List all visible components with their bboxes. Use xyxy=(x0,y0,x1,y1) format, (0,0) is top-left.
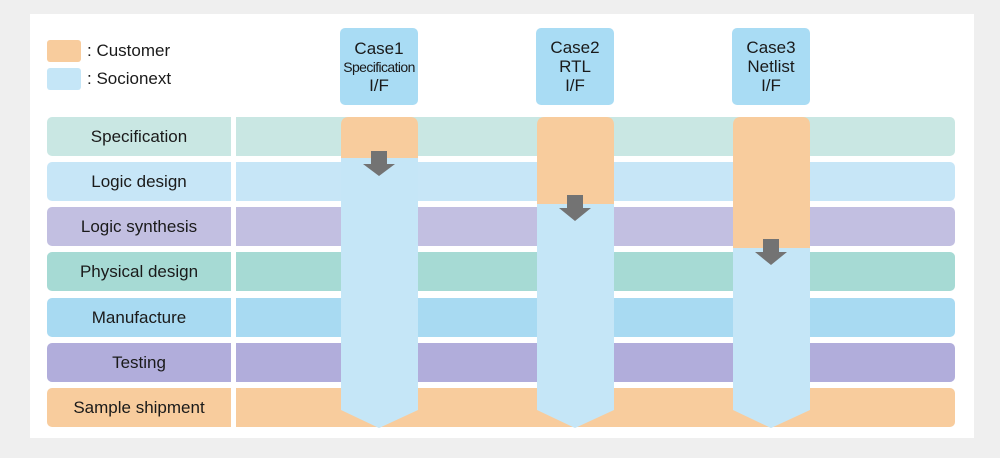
case1-name: Case1 xyxy=(354,38,404,58)
case1-interface: Specification xyxy=(343,58,415,75)
case3-socionext-segment xyxy=(733,248,810,428)
case2-name: Case2 xyxy=(550,38,600,57)
stage-label-logic-synthesis: Logic synthesis xyxy=(47,207,231,246)
legend-customer: : Customer xyxy=(47,40,170,62)
case1-socionext-segment xyxy=(341,158,418,428)
case3-header: Case3 Netlist I/F xyxy=(732,28,810,105)
stage-label-logic-design: Logic design xyxy=(47,162,231,201)
case2-interface: RTL xyxy=(559,57,591,76)
case3-customer-segment xyxy=(733,117,810,248)
case1-suffix: I/F xyxy=(369,75,389,95)
legend-socionext: : Socionext xyxy=(47,68,171,90)
case3-handoff-arrow-icon xyxy=(755,239,787,265)
legend-socionext-label: : Socionext xyxy=(87,69,172,88)
case1-header: Case1 Specification I/F xyxy=(340,28,418,105)
stage-label-manufacture: Manufacture xyxy=(47,298,231,337)
case3-interface: Netlist xyxy=(747,57,795,76)
case1-column xyxy=(341,117,418,428)
stage-label-specification: Specification xyxy=(47,117,231,156)
stage-label-testing: Testing xyxy=(47,343,231,382)
case3-suffix: I/F xyxy=(761,76,781,95)
case2-column xyxy=(537,117,614,428)
legend-customer-swatch xyxy=(47,40,81,62)
case1-customer-segment xyxy=(341,117,418,158)
case2-socionext-segment xyxy=(537,204,614,428)
legend-customer-label: : Customer xyxy=(87,41,171,60)
case2-handoff-arrow-icon xyxy=(559,195,591,221)
stage-label-sample-shipment: Sample shipment xyxy=(47,388,231,427)
case2-header: Case2 RTL I/F xyxy=(536,28,614,105)
legend-socionext-swatch xyxy=(47,68,81,90)
case3-column xyxy=(733,117,810,428)
case3-name: Case3 xyxy=(746,38,796,57)
case2-suffix: I/F xyxy=(565,76,585,95)
case2-customer-segment xyxy=(537,117,614,204)
stage-label-physical-design: Physical design xyxy=(47,252,231,291)
case1-handoff-arrow-icon xyxy=(363,151,395,176)
